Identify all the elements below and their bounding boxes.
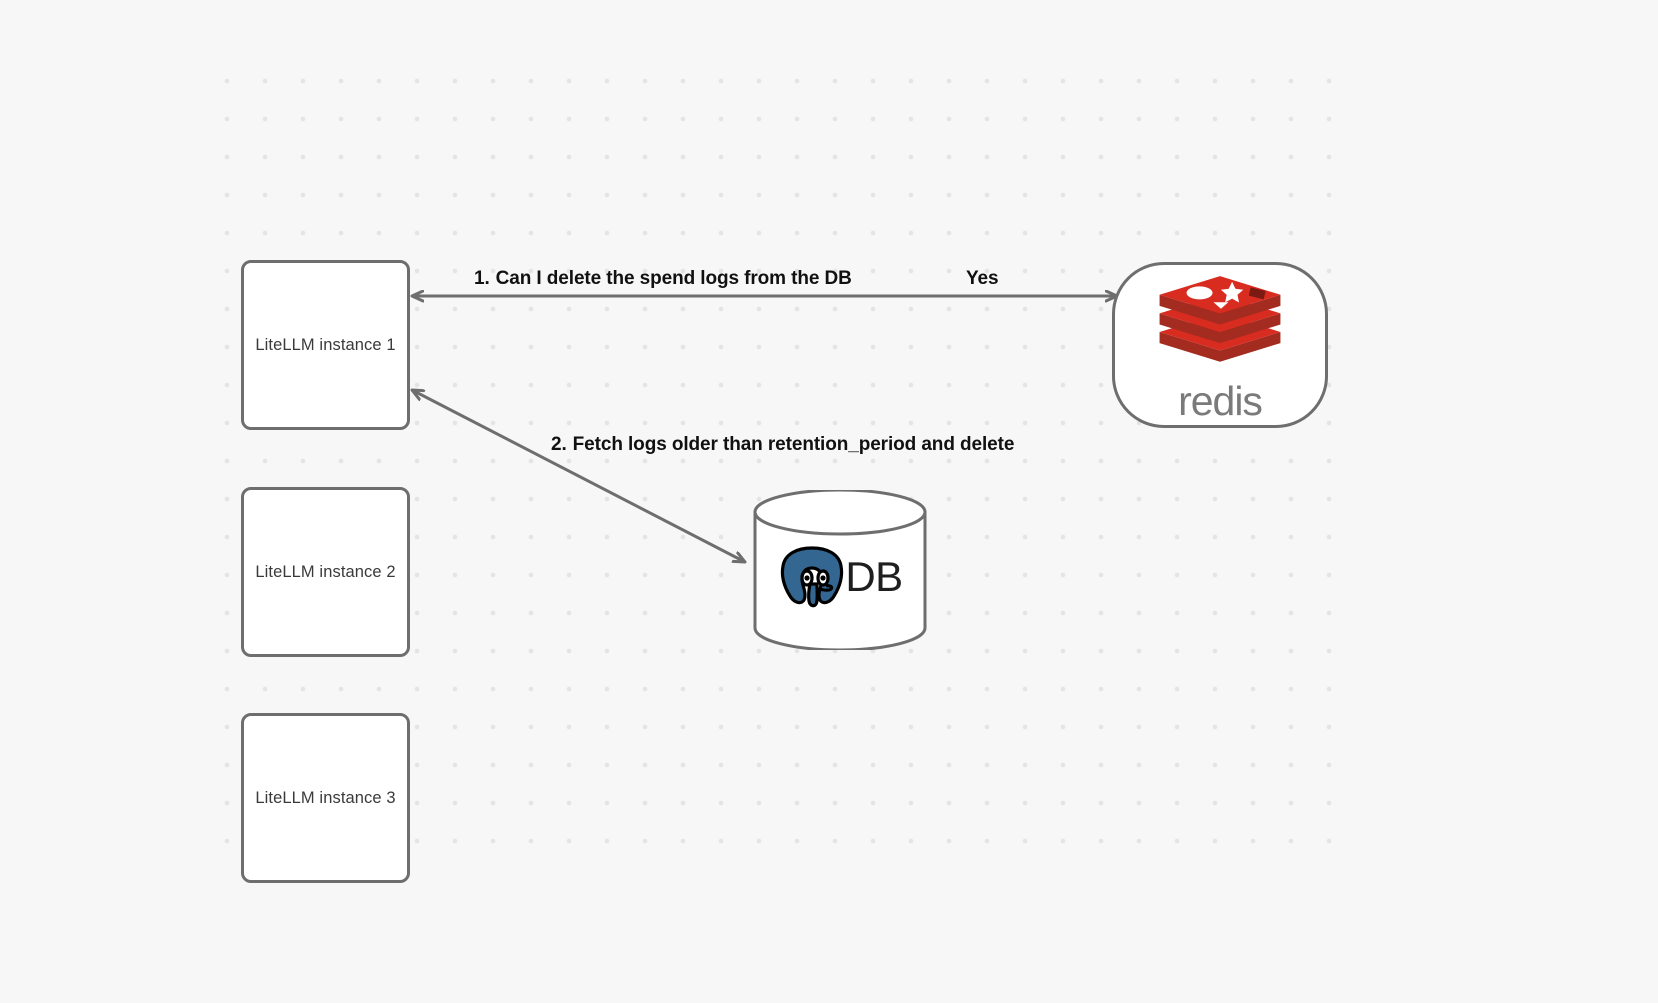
edge-2-text: Fetch logs older than retention_period a… [572,434,1015,455]
edge-1-number: 1. [474,268,490,289]
postgresql-elephant-icon [781,546,844,608]
node-litellm-instance-3[interactable]: LiteLLM instance 3 [241,713,410,883]
edge-1-label: 1.Can I delete the spend logs from the D… [474,268,852,290]
node-litellm-instance-1-label: LiteLLM instance 1 [255,335,396,354]
edge-2-line [412,390,745,562]
node-litellm-instance-2[interactable]: LiteLLM instance 2 [241,487,410,657]
db-label: DB [845,553,903,600]
node-litellm-instance-3-label: LiteLLM instance 3 [255,788,396,807]
edge-1-reply-label: Yes [966,268,999,289]
redis-wordmark: redis [1178,378,1263,424]
redis-logo [1159,276,1281,362]
edge-1-text: Can I delete the spend logs from the DB [495,268,852,289]
edge-2-label: 2.Fetch logs older than retention_period… [551,434,1014,456]
node-db[interactable]: DB [752,488,928,652]
edge-2-number: 2. [551,434,567,455]
node-litellm-instance-2-label: LiteLLM instance 2 [255,562,396,581]
node-litellm-instance-1[interactable]: LiteLLM instance 1 [241,260,410,430]
node-redis[interactable]: redis [1112,262,1328,428]
